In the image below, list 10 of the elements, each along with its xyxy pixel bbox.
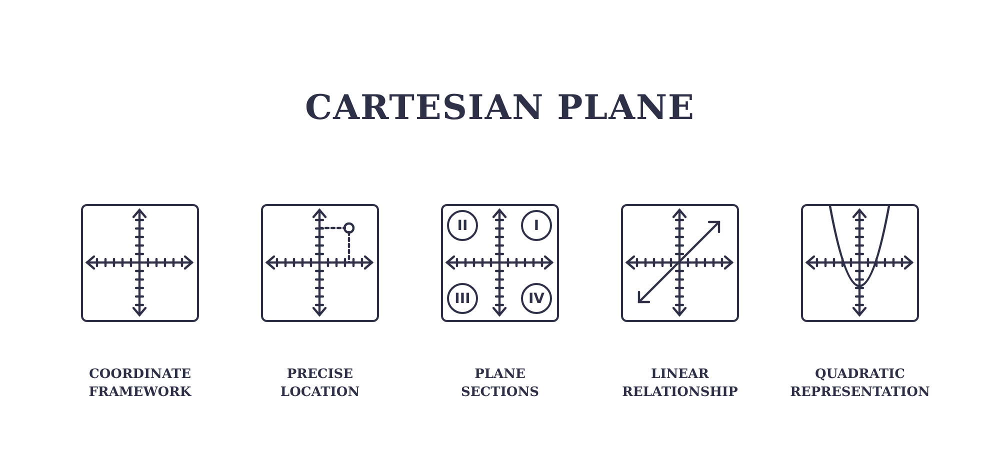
icon-caption: PLANE SECTIONS bbox=[461, 366, 539, 402]
quadrant-numeral: III bbox=[447, 283, 478, 314]
icon-caption: PRECISE LOCATION bbox=[280, 366, 360, 402]
title: CARTESIAN PLANE bbox=[304, 88, 696, 128]
quadrant-numeral: IV bbox=[521, 283, 552, 314]
icon-caption: LINEAR RELATIONSHIP bbox=[622, 366, 738, 402]
icon-caption: COORDINATE FRAMEWORK bbox=[88, 366, 192, 402]
quadrant-numeral: I bbox=[521, 210, 552, 241]
icon-caption: QUADRATIC REPRESENTATION bbox=[790, 366, 930, 402]
quadrant-numeral: II bbox=[447, 210, 478, 241]
